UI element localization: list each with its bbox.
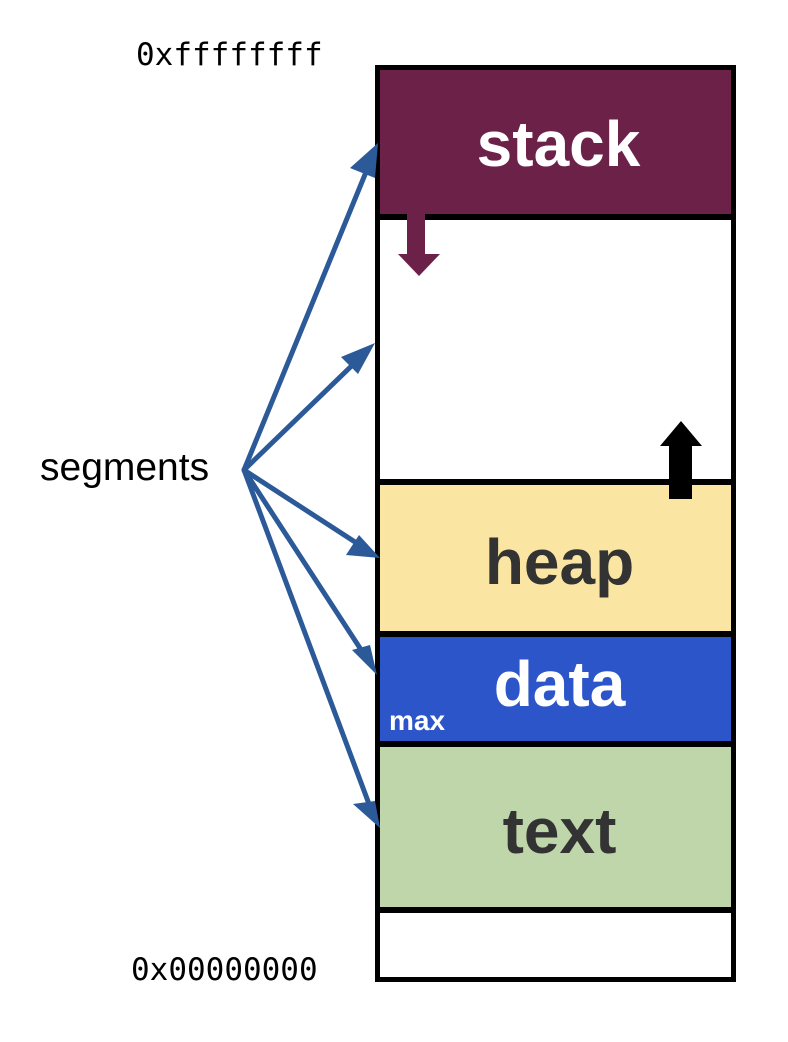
arrow-to-text [241,467,378,823]
text-segment: text [380,747,731,913]
stack-segment-label: stack [476,108,641,180]
stack-segment: stack [380,70,731,220]
data-segment-label: data [493,648,626,720]
heap-segment: heap [380,485,731,637]
reserved-low-region [380,913,731,977]
text-segment-label: text [502,795,617,867]
heap-segment-label: heap [484,526,635,598]
arrow-icon [352,645,377,675]
arrow-to-heap [241,467,375,556]
arrow-to-free-space [241,347,371,473]
data-segment: max data [380,637,731,747]
free-space-region [380,220,731,485]
data-max-annotation: max [389,705,446,736]
arrow-to-stack [241,152,376,473]
arrow-to-data [241,467,374,668]
segment-pointer-arrows [241,152,378,823]
address-top: 0xffffffff [136,37,323,73]
arrow-icon [341,343,375,374]
memory-address-space: stack heap max data text [375,65,736,982]
address-bottom: 0x00000000 [131,952,318,988]
arrow-icon [350,143,378,178]
segments-label: segments [40,446,210,489]
